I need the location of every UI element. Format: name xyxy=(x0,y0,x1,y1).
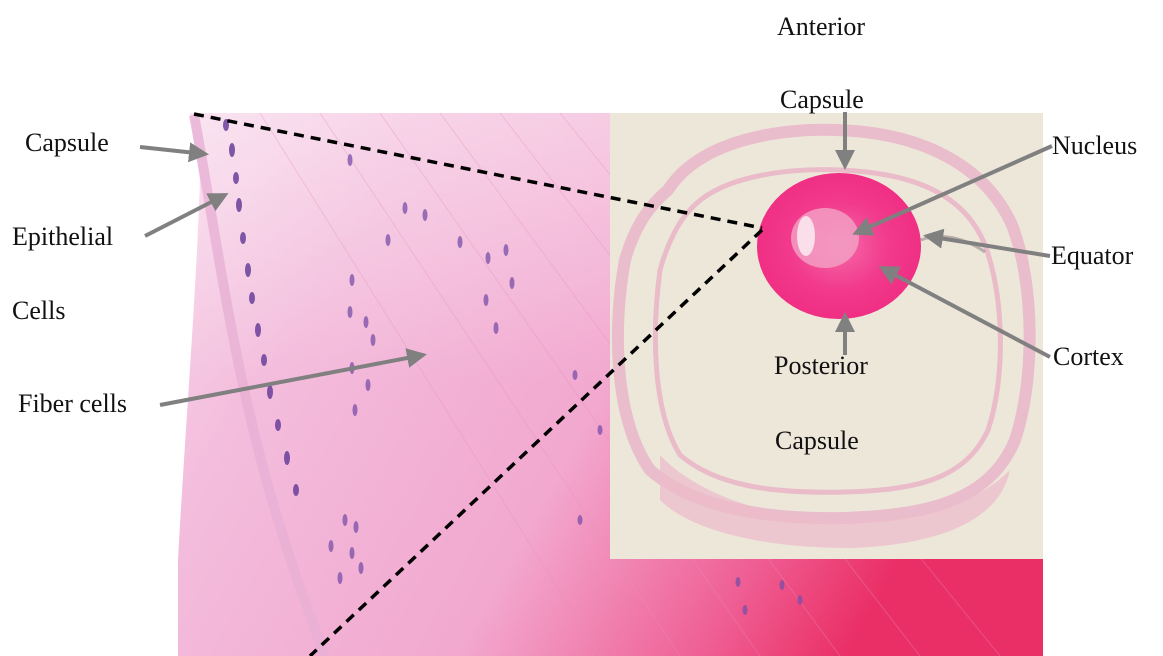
label-epithelial: Epithelial xyxy=(12,224,113,250)
label-capsule: Capsule xyxy=(25,130,109,156)
label-posterior: Posterior xyxy=(774,353,868,379)
label-posterior-capsule: Capsule xyxy=(775,428,859,454)
label-anterior: Anterior xyxy=(777,14,865,40)
label-nucleus: Nucleus xyxy=(1052,133,1137,159)
label-fiber-cells: Fiber cells xyxy=(18,391,127,417)
label-anterior-capsule: Capsule xyxy=(780,87,864,113)
label-cortex: Cortex xyxy=(1053,344,1124,370)
label-cells: Cells xyxy=(12,298,65,324)
lens-nucleus-cleft xyxy=(797,216,815,256)
label-equator: Equator xyxy=(1051,243,1133,269)
